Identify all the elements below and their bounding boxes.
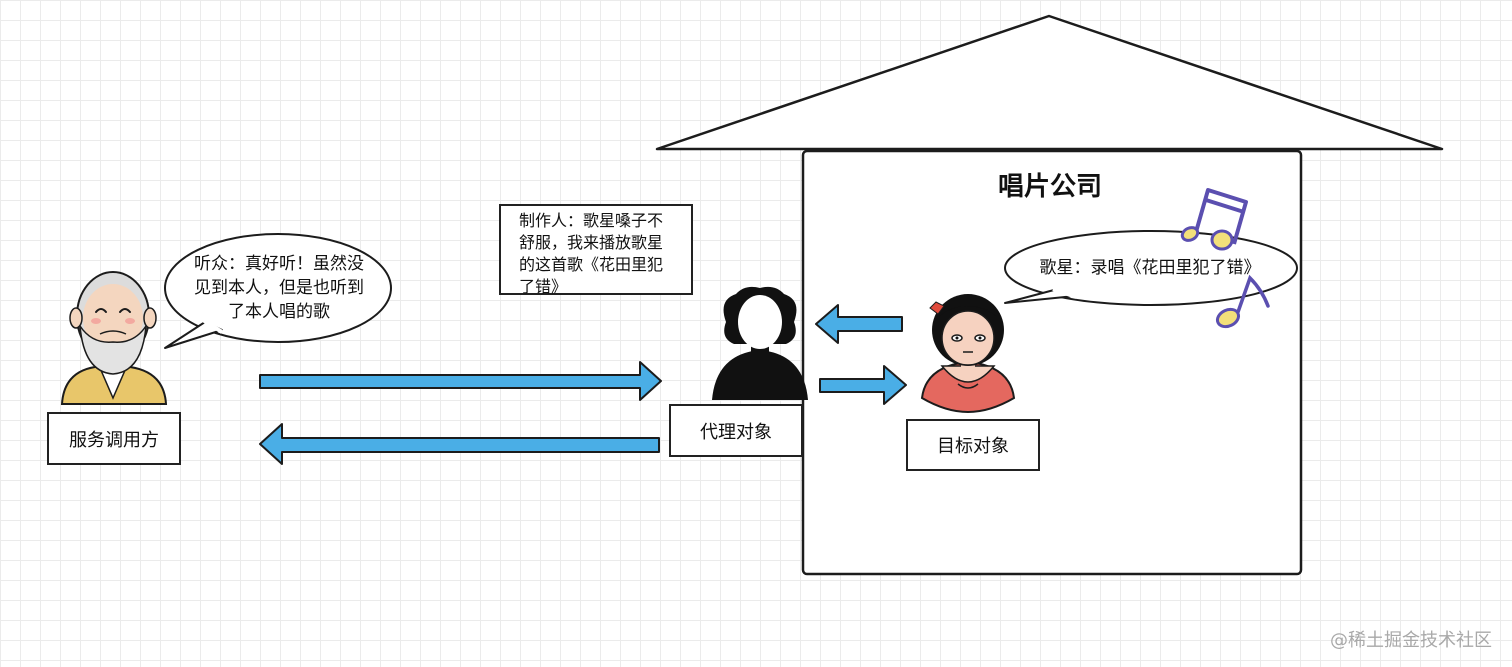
singer-speech-text: 歌星：录唱《花田里犯了错》 [1039,258,1261,278]
arrow-proxy-to-listener [259,423,660,465]
house-roof [655,14,1444,151]
producer-note-box: 制作人：歌星嗓子不 舒服，我来播放歌星 的这首歌《花田里犯 了错》 [499,204,693,296]
listener-speech-bubble [164,233,392,349]
producer-note-line: 制作人：歌星嗓子不 [519,211,664,230]
proxy-object-label: 代理对象 [669,404,803,457]
producer-note-line: 的这首歌《花田里犯 [519,255,664,274]
target-object-label: 目标对象 [906,419,1040,471]
listener-speech-text: 听众：真好听！虽然没 见到本人，但是也听到 了本人唱的歌 [176,252,382,324]
listener-speech-line: 听众：真好听！虽然没 [194,254,364,274]
arrow-target-to-proxy [815,304,903,344]
singer-avatar-icon [920,294,1016,414]
arrow-proxy-to-target [819,365,907,405]
house-body [801,149,1303,576]
producer-note-line: 了错》 [519,277,568,296]
producer-silhouette-icon [712,286,808,400]
music-note-icon [1180,188,1248,251]
watermark-text: @稀土掘金技术社区 [1330,630,1492,651]
arrow-listener-to-proxy [259,361,662,401]
service-caller-label: 服务调用方 [47,412,181,465]
listener-speech-line: 了本人唱的歌 [228,302,330,322]
listener-speech-line: 见到本人，但是也听到 [194,278,364,298]
music-note-icon [1215,274,1270,329]
old-man-avatar-icon [60,271,168,405]
house-title: 唱片公司 [998,172,1103,202]
producer-note-line: 舒服，我来播放歌星 [519,233,664,252]
